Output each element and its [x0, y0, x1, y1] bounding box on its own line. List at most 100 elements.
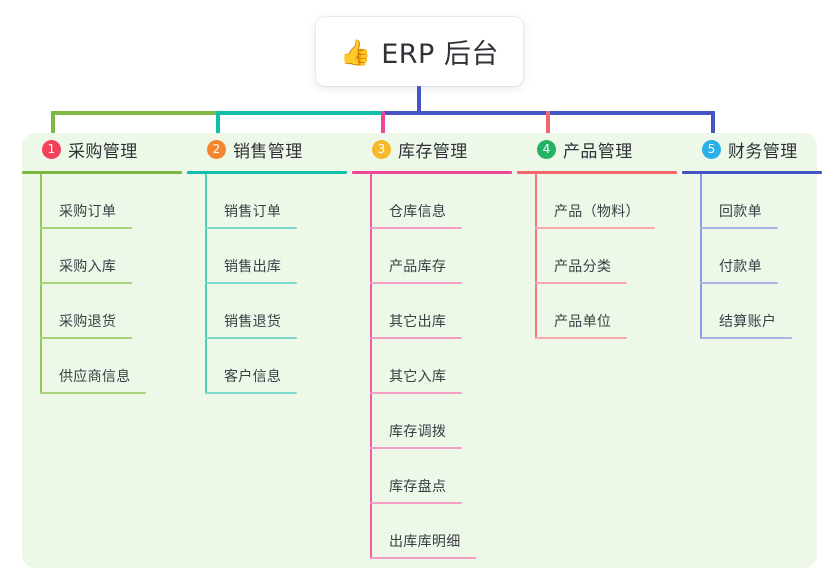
branch-title-sales: 销售管理: [233, 141, 303, 162]
bus-segment-green: [51, 111, 220, 115]
thumbs-up-icon: 👍: [340, 38, 372, 67]
leaf-item-rule: [535, 282, 627, 284]
branch-index-badge-finance: 5: [702, 139, 721, 159]
branch-index-badge-sales: 2: [207, 139, 226, 159]
root-node-content: 👍 ERP 后台: [340, 32, 499, 71]
branch-column-inventory: 3 库存管理仓库信息产品库存其它出库其它入库库存调拨库存盘点出库库明细: [352, 133, 512, 559]
leaf-item-rule: [40, 227, 132, 229]
leaf-item-rule: [535, 337, 627, 339]
leaf-item-label: 付款单: [719, 259, 762, 275]
branch-leaves-purchasing: 采购订单采购入库采购退货供应商信息: [22, 174, 182, 394]
branch-rule-inventory: [352, 171, 512, 174]
branch-rule-finance: [682, 171, 822, 174]
leaf-item[interactable]: 产品（物料）: [517, 174, 677, 229]
leaf-item[interactable]: 销售出库: [187, 229, 347, 284]
leaf-item-label: 供应商信息: [59, 369, 131, 385]
leaf-item-label: 销售订单: [224, 204, 282, 220]
branch-column-purchasing: 1 采购管理采购订单采购入库采购退货供应商信息: [22, 133, 182, 394]
bus-segment-teal: [216, 111, 385, 115]
leaf-item-rule: [205, 337, 297, 339]
leaf-item[interactable]: 采购订单: [22, 174, 182, 229]
leaf-item-label: 其它入库: [389, 369, 447, 385]
leaf-item-rule: [370, 447, 462, 449]
drop-inventory: [381, 111, 385, 139]
leaf-item[interactable]: 其它出库: [352, 284, 512, 339]
leaf-item-rule: [40, 337, 132, 339]
leaf-item[interactable]: 供应商信息: [22, 339, 182, 394]
branch-title-inventory: 库存管理: [398, 141, 468, 162]
leaf-item-label: 产品库存: [389, 259, 447, 275]
leaf-item-rule: [370, 557, 476, 559]
branch-index-badge-inventory: 3: [372, 139, 391, 159]
branch-spine-finance: [700, 174, 702, 339]
leaf-item[interactable]: 产品库存: [352, 229, 512, 284]
leaf-item[interactable]: 库存调拨: [352, 394, 512, 449]
leaf-item-label: 产品单位: [554, 314, 612, 330]
drop-finance: [711, 111, 715, 139]
leaf-item-label: 采购入库: [59, 259, 117, 275]
leaf-item[interactable]: 付款单: [682, 229, 822, 284]
leaf-item-rule: [370, 337, 462, 339]
leaf-item[interactable]: 回款单: [682, 174, 822, 229]
branch-spine-sales: [205, 174, 207, 394]
branch-spine-purchasing: [40, 174, 42, 394]
leaf-item-label: 仓库信息: [389, 204, 447, 220]
branch-title-product: 产品管理: [563, 141, 633, 162]
branch-leaves-inventory: 仓库信息产品库存其它出库其它入库库存调拨库存盘点出库库明细: [352, 174, 512, 559]
leaf-item-rule: [40, 282, 132, 284]
leaf-item-rule: [205, 227, 297, 229]
trunk-line: [417, 86, 421, 115]
leaf-item[interactable]: 客户信息: [187, 339, 347, 394]
leaf-item[interactable]: 产品分类: [517, 229, 677, 284]
root-node[interactable]: 👍 ERP 后台: [316, 17, 523, 86]
leaf-item-rule: [205, 392, 297, 394]
leaf-item-rule: [370, 502, 462, 504]
leaf-item-label: 结算账户: [719, 314, 777, 330]
leaf-item-label: 销售退货: [224, 314, 282, 330]
branch-header-sales[interactable]: 2 销售管理: [187, 133, 347, 165]
leaf-item-rule: [700, 337, 792, 339]
leaf-item-label: 其它出库: [389, 314, 447, 330]
leaf-item[interactable]: 仓库信息: [352, 174, 512, 229]
leaf-item-label: 库存调拨: [389, 424, 447, 440]
leaf-item[interactable]: 出库库明细: [352, 504, 512, 559]
leaf-item-rule: [370, 227, 462, 229]
branch-index-badge-purchasing: 1: [42, 139, 61, 159]
leaf-item-rule: [370, 392, 462, 394]
drop-product: [546, 111, 550, 139]
leaf-item-label: 回款单: [719, 204, 762, 220]
branch-spine-product: [535, 174, 537, 339]
branch-header-finance[interactable]: 5 财务管理: [682, 133, 822, 165]
root-title: ERP 后台: [381, 39, 499, 70]
leaf-item-label: 采购订单: [59, 204, 117, 220]
leaf-item-rule: [205, 282, 297, 284]
leaf-item[interactable]: 结算账户: [682, 284, 822, 339]
branch-header-purchasing[interactable]: 1 采购管理: [22, 133, 182, 165]
branch-leaves-finance: 回款单付款单结算账户: [682, 174, 822, 339]
leaf-item-label: 产品（物料）: [554, 204, 640, 220]
leaf-item[interactable]: 其它入库: [352, 339, 512, 394]
leaf-item-label: 产品分类: [554, 259, 612, 275]
branch-column-finance: 5 财务管理回款单付款单结算账户: [682, 133, 822, 339]
leaf-item[interactable]: 采购入库: [22, 229, 182, 284]
leaf-item-label: 客户信息: [224, 369, 282, 385]
leaf-item-rule: [40, 392, 146, 394]
branches-panel: 1 采购管理采购订单采购入库采购退货供应商信息 2 销售管理销售订单销售出库销售退货客…: [22, 133, 822, 568]
leaf-item[interactable]: 库存盘点: [352, 449, 512, 504]
leaf-item-rule: [535, 227, 655, 229]
branch-header-inventory[interactable]: 3 库存管理: [352, 133, 512, 165]
leaf-item[interactable]: 产品单位: [517, 284, 677, 339]
branch-rule-sales: [187, 171, 347, 174]
leaf-item[interactable]: 采购退货: [22, 284, 182, 339]
leaf-item-label: 采购退货: [59, 314, 117, 330]
branch-rule-product: [517, 171, 677, 174]
branch-title-purchasing: 采购管理: [68, 141, 138, 162]
leaf-item[interactable]: 销售订单: [187, 174, 347, 229]
leaf-item[interactable]: 销售退货: [187, 284, 347, 339]
branch-title-finance: 财务管理: [728, 141, 798, 162]
leaf-item-label: 销售出库: [224, 259, 282, 275]
leaf-item-label: 出库库明细: [389, 534, 461, 550]
